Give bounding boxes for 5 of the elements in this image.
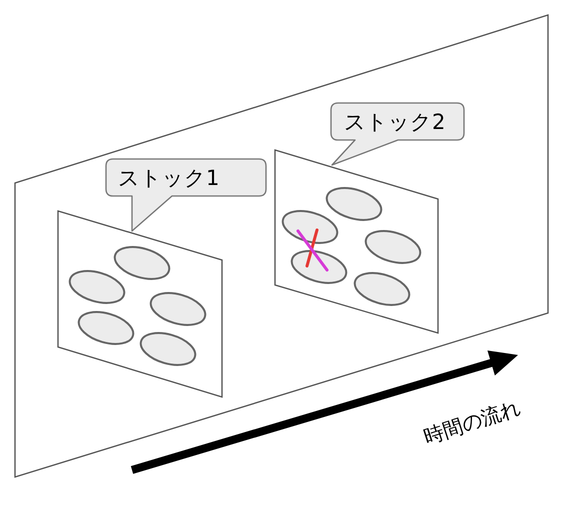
arrow-label: 時間の流れ	[421, 396, 523, 448]
callout-bubble	[105, 158, 267, 232]
callout-text: ストック1	[118, 166, 220, 190]
callout-text: ストック2	[344, 110, 446, 134]
callout-bubble	[330, 102, 465, 166]
